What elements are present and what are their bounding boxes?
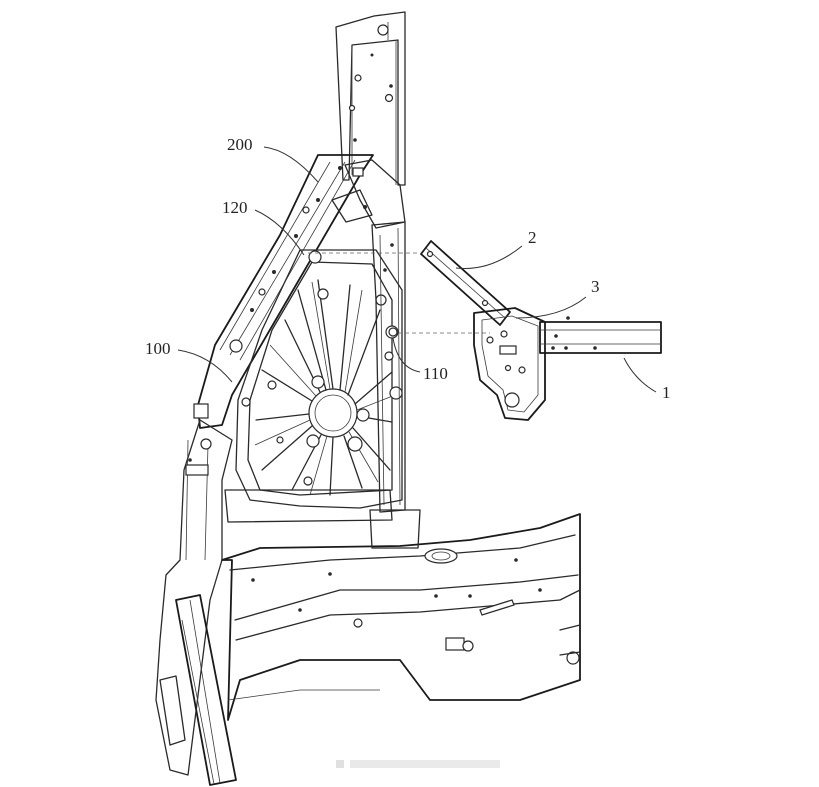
shock-tower-120 (235, 249, 403, 509)
ref-label-1: 1 (662, 383, 671, 402)
diagonal-beam-200 (197, 154, 374, 429)
connector-3 (473, 307, 546, 421)
front-floor-structure (221, 489, 581, 721)
ref-label-3: 3 (591, 277, 600, 296)
leader-lines (177, 146, 657, 393)
lower-left-rail (159, 594, 237, 786)
ref-label-110: 110 (423, 364, 448, 383)
crossbeam-1 (539, 316, 662, 354)
projection-lines (308, 252, 490, 334)
a-pillar-100 (155, 403, 233, 776)
mid-pillar-110 (371, 221, 406, 513)
bracket-2 (420, 240, 511, 326)
ref-label-100: 100 (145, 339, 171, 358)
ref-label-200: 200 (227, 135, 253, 154)
upper-pillar (335, 11, 406, 186)
watermark-logo (336, 760, 500, 768)
ref-label-2: 2 (528, 228, 537, 247)
ref-label-120: 120 (222, 198, 248, 217)
